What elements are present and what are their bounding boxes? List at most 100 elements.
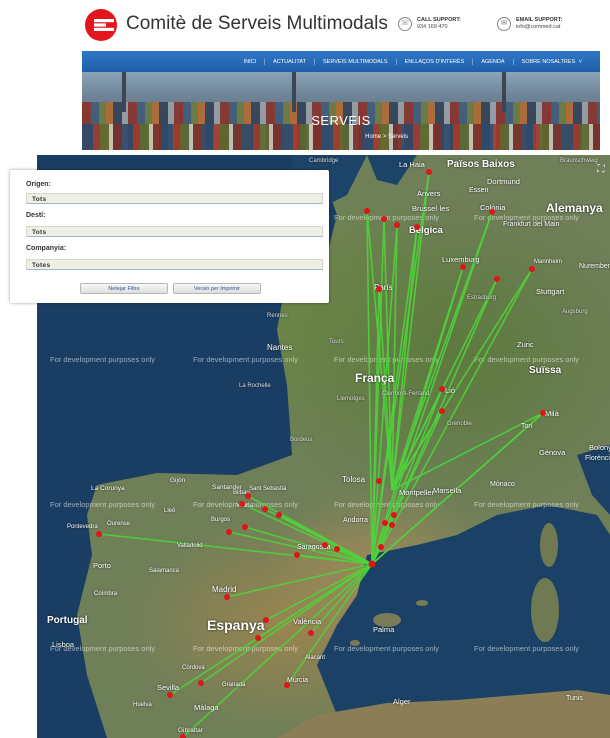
container-stack-image-front — [82, 124, 600, 150]
route-marker[interactable] — [224, 594, 230, 600]
call-support[interactable]: ☏ CALL SUPPORT:934 169 470 — [398, 17, 461, 31]
call-support-value: 934 169 470 — [417, 24, 448, 30]
route-line — [278, 514, 373, 565]
map-label-grenoble: Grenoble — [447, 421, 472, 427]
route-marker[interactable] — [376, 286, 382, 292]
chevron-down-icon: ˅ — [578, 58, 582, 65]
hub-marker-barcelona[interactable] — [368, 560, 376, 568]
route-marker[interactable] — [226, 529, 232, 535]
fullscreen-icon[interactable]: ⛶ — [597, 164, 605, 175]
route-marker[interactable] — [239, 501, 245, 507]
route-marker[interactable] — [364, 208, 370, 214]
crane-image — [122, 72, 126, 112]
route-marker[interactable] — [294, 552, 300, 558]
route-marker[interactable] — [489, 209, 495, 215]
route-line — [200, 563, 373, 684]
email-support[interactable]: ✉ EMAIL SUPPORT:info@commed.cat — [497, 17, 562, 31]
call-support-label: CALL SUPPORT: — [417, 17, 461, 23]
map-label-ourense: Ourense — [107, 521, 131, 527]
origin-label: Origen: — [26, 181, 51, 188]
route-marker[interactable] — [389, 522, 395, 528]
map-label-tours: Tours — [329, 339, 344, 345]
map-label-luxemburg: Luxemburg — [442, 255, 480, 264]
route-marker[interactable] — [180, 734, 186, 738]
map-label-belgica: Bèlgica — [409, 225, 443, 236]
route-marker[interactable] — [263, 617, 269, 623]
route-marker[interactable] — [382, 520, 388, 526]
nav-item-serveis[interactable]: SERVEIS MULTIMODALS — [313, 58, 396, 65]
route-marker[interactable] — [262, 506, 268, 512]
route-line — [226, 563, 373, 598]
map-label-augsburg: Augsburg — [562, 309, 588, 315]
nav-item-agenda[interactable]: AGENDA — [472, 58, 512, 65]
map-label-milan: Milà — [545, 409, 559, 418]
origin-select[interactable]: Tots — [26, 193, 323, 204]
brand-logo[interactable] — [84, 8, 118, 42]
route-marker[interactable] — [494, 276, 500, 282]
map-label-gibraltar: Gibraltar — [178, 727, 203, 734]
route-marker[interactable] — [308, 630, 314, 636]
route-line — [244, 526, 373, 565]
route-marker[interactable] — [460, 264, 466, 270]
phone-icon: ☏ — [398, 17, 412, 31]
map-label-lyon: Lió — [445, 386, 456, 395]
map-watermark: For development purposes only — [334, 500, 440, 509]
route-marker[interactable] — [242, 524, 248, 530]
route-marker[interactable] — [540, 410, 546, 416]
map-label-bordeaux: Bordeus — [290, 437, 313, 443]
route-marker[interactable] — [334, 546, 340, 552]
route-marker[interactable] — [322, 542, 328, 548]
route-marker[interactable] — [391, 512, 397, 518]
map-label-essen: Essen — [469, 187, 489, 194]
nav-item-inici[interactable]: INICI — [243, 58, 257, 65]
map-label-tolosa: Tolosa — [342, 475, 366, 484]
route-line — [371, 412, 544, 565]
route-marker[interactable] — [426, 169, 432, 175]
map-label-firenze: Florència — [585, 455, 610, 462]
map-label-vitoria: Vitòria — [236, 503, 253, 509]
routes-map[interactable]: For development purposes only For develo… — [37, 155, 610, 738]
route-marker[interactable] — [381, 216, 387, 222]
map-label-la-haia: La Haia — [399, 160, 425, 169]
route-marker[interactable] — [439, 386, 445, 392]
route-marker[interactable] — [198, 680, 204, 686]
route-marker[interactable] — [255, 635, 261, 641]
route-marker[interactable] — [284, 682, 290, 688]
route-marker[interactable] — [276, 512, 282, 518]
print-version-button[interactable]: Versió per Imprimir — [173, 283, 261, 294]
route-marker[interactable] — [414, 224, 420, 230]
map-label-frankfurt: Frankfurt del Main — [503, 221, 560, 228]
company-select[interactable]: Totes — [26, 259, 323, 270]
route-line — [371, 211, 493, 565]
brand-name[interactable]: Comitè de Serveis Multimodals — [126, 13, 388, 34]
map-label-la-rochelle: La Rochelle — [239, 383, 271, 389]
hero-banner: SERVEIS Home > Serveis — [82, 72, 600, 150]
nav-item-enllacos[interactable]: ENLLAÇOS D'INTERÈS — [395, 58, 473, 65]
route-marker[interactable] — [245, 493, 251, 499]
route-marker[interactable] — [167, 692, 173, 698]
map-label-limoges: Llemotges — [337, 396, 365, 402]
map-watermark: For development purposes only — [193, 355, 299, 364]
nav-item-actualitat[interactable]: ACTUALITAT — [264, 58, 314, 65]
route-marker[interactable] — [529, 266, 535, 272]
route-marker[interactable] — [378, 544, 384, 550]
map-label-lisboa: Lisboa — [52, 640, 75, 649]
breadcrumb[interactable]: Home > Serveis — [365, 134, 408, 140]
route-marker[interactable] — [96, 531, 102, 537]
route-line — [391, 410, 443, 491]
destination-select[interactable]: Tots — [26, 226, 323, 237]
page-title: SERVEIS — [311, 113, 371, 128]
map-label-madrid: Madrid — [212, 585, 237, 594]
map-watermark: For development purposes only — [474, 500, 580, 509]
route-marker[interactable] — [376, 478, 382, 484]
map-label-huelva: Huelva — [133, 702, 152, 708]
map-label-porto: Porto — [93, 561, 111, 570]
nav-item-sobre[interactable]: SOBRE NOSALTRES ˅ — [512, 58, 590, 65]
map-watermark: For development purposes only — [474, 213, 580, 222]
clear-filter-button[interactable]: Netejar Filtre — [80, 283, 168, 294]
route-marker[interactable] — [439, 408, 445, 414]
map-watermark: For development purposes only — [50, 644, 156, 653]
email-icon: ✉ — [497, 17, 511, 31]
map-label-murcia: Múrcia — [287, 677, 309, 684]
route-marker[interactable] — [394, 222, 400, 228]
